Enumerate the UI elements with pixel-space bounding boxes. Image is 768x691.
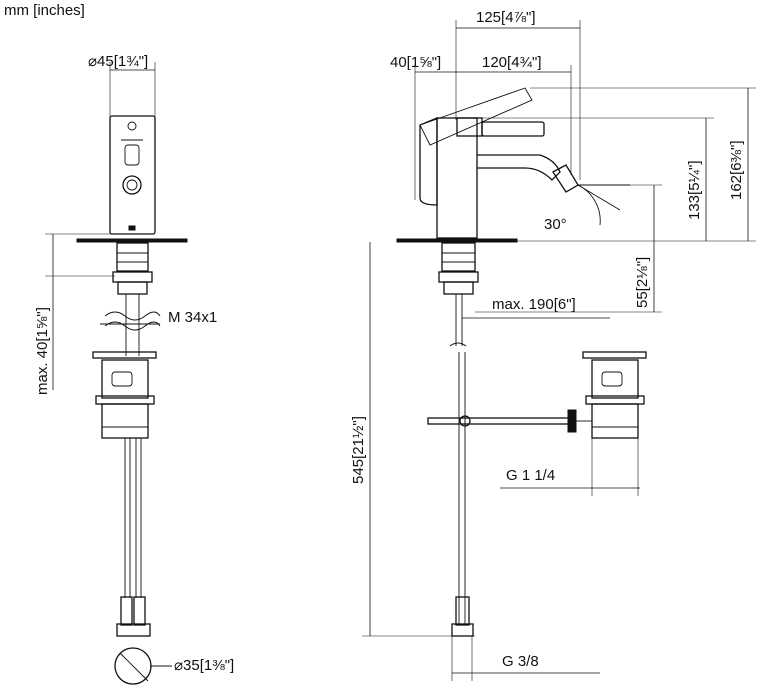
waste-flange <box>92 351 157 359</box>
waste-flange-side <box>582 351 647 359</box>
front-view <box>45 62 188 685</box>
side-view <box>362 20 756 681</box>
dim-120-label: 120[4¾"] <box>482 54 542 71</box>
max-190-label: max. 190[6"] <box>492 296 576 313</box>
lever-pivot-icon <box>127 121 137 131</box>
angle-30-label: 30° <box>544 216 567 233</box>
g-114-label: G 1 1/4 <box>506 467 556 484</box>
dim-40-label: 40[1⅝"] <box>390 54 442 71</box>
g-38-label: G 3/8 <box>502 653 539 670</box>
mixer-body-front <box>109 115 156 235</box>
dim-125-label: 125[4⅞"] <box>476 9 536 26</box>
dim-133-label: 133[5¼"] <box>686 160 703 220</box>
dia-45-label: ⌀45[1¾"] <box>88 53 149 70</box>
units-label: mm [inches] <box>4 2 85 19</box>
max-40-label: max. 40[1⅝"] <box>34 307 51 395</box>
spout-outlet-icon <box>122 175 142 195</box>
dim-162-label: 162[6⅜"] <box>728 140 745 200</box>
dim-55-label: 55[2⅛"] <box>634 256 651 308</box>
dim-545-label: 545[21½"] <box>350 416 367 484</box>
lever-handle <box>481 121 545 137</box>
deck-plate-front <box>76 238 188 243</box>
dia-35-label: ⌀35[1⅜"] <box>174 657 235 674</box>
thread-m34-label: M 34x1 <box>168 309 218 326</box>
deck-plate-side <box>396 238 518 243</box>
